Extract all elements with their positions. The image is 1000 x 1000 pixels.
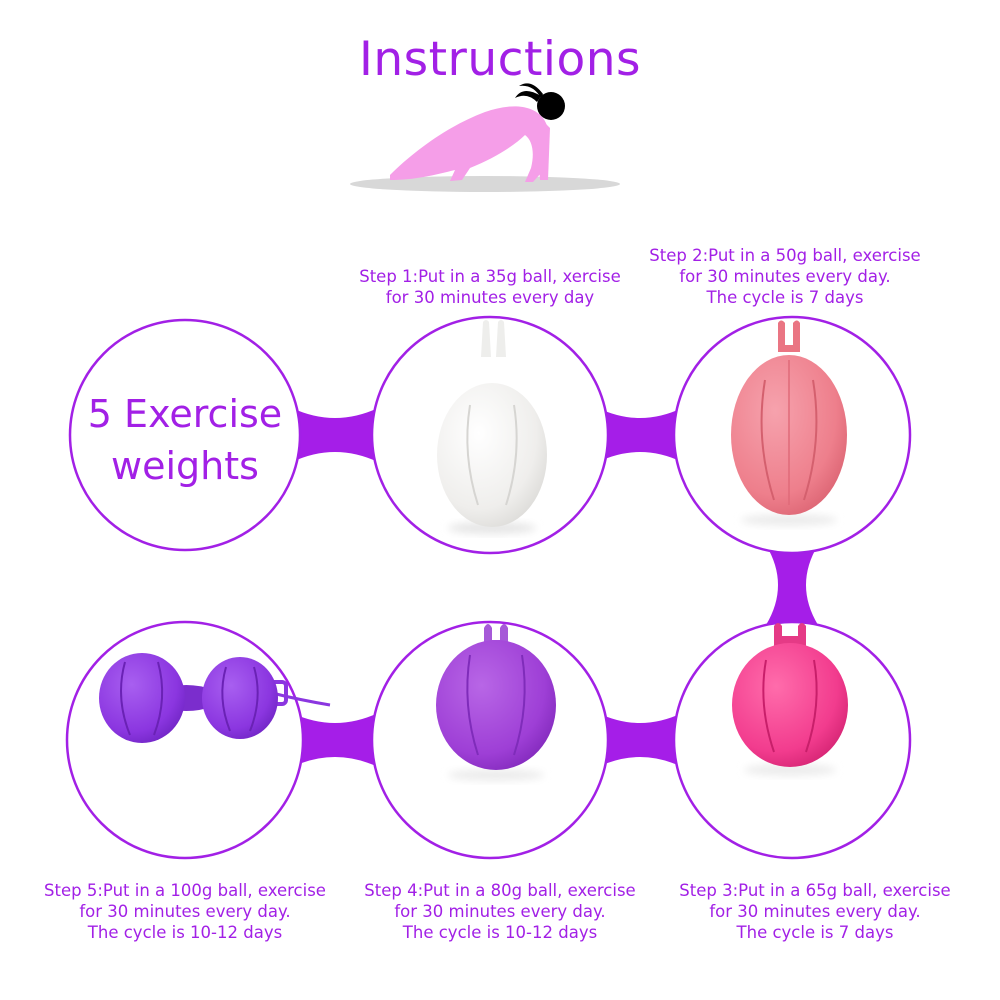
connector-headline-step1 <box>292 408 378 462</box>
pink-ball <box>732 623 848 776</box>
coral-ball <box>731 320 847 526</box>
connector-step3-step4 <box>598 713 682 767</box>
double-ball <box>99 653 331 743</box>
step2-line3: The cycle is 7 days <box>706 288 864 307</box>
step5-line3: The cycle is 10-12 days <box>87 923 283 942</box>
exercise-weights-headline: 5 Exercise weights <box>60 388 310 492</box>
step1-line2: for 30 minutes every day <box>385 288 595 307</box>
step3-line1: Step 3:Put in a 65g ball, exercise <box>679 881 951 900</box>
step3-caption: Step 3:Put in a 65g ball, exercise for 3… <box>650 880 980 943</box>
exercise-pose-figure <box>350 83 620 192</box>
step1-caption: Step 1:Put in a 35g ball, xercise for 30… <box>330 266 650 308</box>
connector-group <box>292 408 818 767</box>
connector-step1-step2 <box>598 408 682 462</box>
step4-line3: The cycle is 10-12 days <box>402 923 598 942</box>
white-ball <box>437 320 547 534</box>
page-title: Instructions <box>358 32 642 87</box>
step3-line2: for 30 minutes every day. <box>709 902 921 921</box>
step3-line3: The cycle is 7 days <box>736 923 894 942</box>
step1-line1: Step 1:Put in a 35g ball, xercise <box>359 267 621 286</box>
step5-line1: Step 5:Put in a 100g ball, exercise <box>44 881 326 900</box>
floor-shadow <box>350 176 620 192</box>
step2-line1: Step 2:Put in a 50g ball, exercise <box>649 246 921 265</box>
step2-line2: for 30 minutes every day. <box>679 267 891 286</box>
step4-caption: Step 4:Put in a 80g ball, exercise for 3… <box>340 880 660 943</box>
step4-line2: for 30 minutes every day. <box>394 902 606 921</box>
step5-circle <box>65 620 305 860</box>
headline-line1: 5 Exercise <box>87 392 283 436</box>
connector-step4-step5 <box>292 713 378 767</box>
figure-body <box>390 106 550 182</box>
step4-line1: Step 4:Put in a 80g ball, exercise <box>364 881 636 900</box>
connector-step2-step3 <box>766 545 818 625</box>
purple-ball <box>436 624 556 781</box>
step5-caption: Step 5:Put in a 100g ball, exercise for … <box>25 880 345 943</box>
step2-caption: Step 2:Put in a 50g ball, exercise for 3… <box>630 245 940 308</box>
step5-line2: for 30 minutes every day. <box>79 902 291 921</box>
headline-circle <box>68 318 302 552</box>
figure-head <box>515 83 565 120</box>
headline-line2: weights <box>111 444 259 488</box>
